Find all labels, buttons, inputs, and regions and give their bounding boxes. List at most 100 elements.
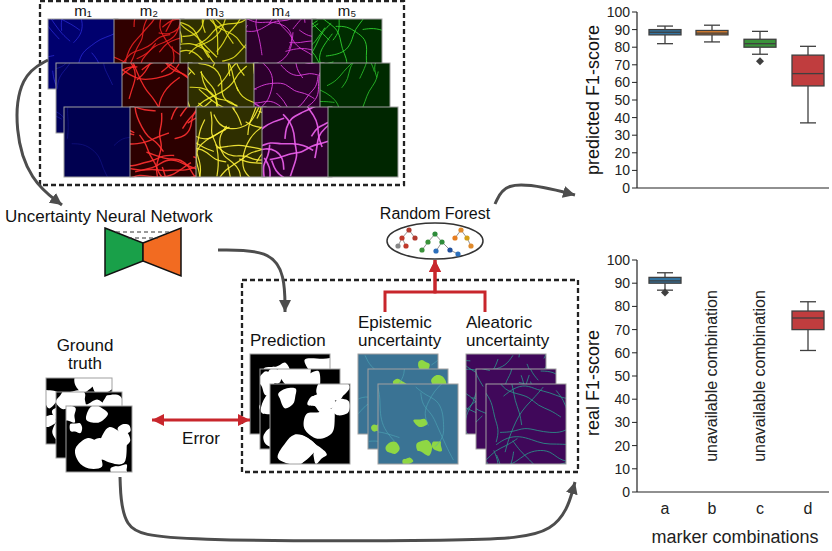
- tile-fibre: [157, 113, 162, 177]
- forest-symbol: [387, 223, 483, 259]
- tile-fibre: [161, 63, 192, 72]
- tile-fibre: [218, 164, 231, 177]
- tile-fibre: [505, 369, 538, 380]
- tile-fibre: [343, 63, 367, 79]
- tile-fibre: [205, 63, 239, 91]
- image-tile: [64, 107, 134, 177]
- image-tile: [312, 19, 382, 89]
- tile-ground: [130, 107, 200, 177]
- tree-node: [464, 235, 469, 240]
- connector-arrow: [218, 250, 285, 312]
- tile-fibre: [486, 384, 498, 442]
- whisker: [711, 35, 712, 42]
- axis-tick-label: 90: [614, 275, 630, 291]
- tree-node: [419, 247, 424, 252]
- marker-stack: m₂: [114, 3, 200, 177]
- tile-fibre: [122, 64, 179, 79]
- marker-stack: m₄: [246, 3, 332, 177]
- tile-fibre: [378, 432, 399, 449]
- tile-border: [378, 384, 458, 464]
- quartile-box: [792, 311, 824, 330]
- image-tile: [486, 384, 566, 464]
- axis-tick-label: 100: [607, 252, 630, 268]
- tile-fibre: [256, 19, 275, 55]
- tile-fibre: [498, 384, 561, 417]
- category-label: b: [708, 500, 717, 518]
- axis-tick-label: 70: [614, 57, 630, 73]
- output-stack: Prediction: [250, 312, 350, 468]
- marker-stack: m₃: [180, 3, 266, 177]
- tile-fibre: [466, 354, 470, 361]
- whisker: [807, 86, 808, 123]
- box-plot: [649, 273, 681, 297]
- label-block: m₂: [114, 3, 184, 19]
- node-label: Epistemic uncertainty: [358, 314, 458, 350]
- axis-tick-label: 10: [614, 461, 630, 477]
- whisker-cap: [752, 31, 768, 32]
- tile-fibre: [130, 107, 156, 111]
- tile-fibre: [61, 19, 70, 31]
- tile-border: [66, 406, 132, 472]
- network-block: Uncertainty Neural Network: [2, 205, 218, 280]
- tile-fibre: [272, 160, 326, 177]
- tile-fibre: [425, 384, 458, 426]
- outlier-diamond: [756, 57, 764, 65]
- tile-fibre: [48, 45, 54, 60]
- box-plot: [744, 31, 776, 65]
- tile-fibre: [276, 19, 316, 64]
- axis-tick: [632, 170, 637, 171]
- tile-fibre: [500, 426, 566, 433]
- image-tile: [320, 63, 390, 133]
- tile-fibre: [220, 126, 241, 177]
- axis-tick-label: 30: [614, 414, 630, 430]
- axis-tick-label: 50: [614, 368, 630, 384]
- tile-blob: [278, 388, 296, 409]
- axis-tick: [632, 135, 637, 136]
- node-label: predicted F1-score: [583, 25, 603, 175]
- tile-ground: [262, 107, 332, 177]
- axis-tick-label: 70: [614, 322, 630, 338]
- tile-blob: [86, 406, 108, 423]
- whisker-cap: [800, 122, 816, 123]
- whisker-cap: [800, 46, 816, 47]
- axis-tick-label: 80: [614, 298, 630, 314]
- label-block: Random Forest: [365, 205, 505, 223]
- median-line: [649, 280, 681, 281]
- node-label: Aleatoric uncertainty: [466, 314, 566, 350]
- tile-fibre: [421, 393, 454, 461]
- edge-label: Error: [182, 429, 220, 448]
- tile-fibre: [146, 152, 200, 177]
- image-tile: [466, 354, 546, 434]
- tile-fibre: [333, 19, 344, 40]
- tile-fibre: [122, 63, 136, 80]
- image-tile: [246, 19, 316, 89]
- tile-border: [64, 107, 134, 177]
- node-label: Uncertainty Neural Network: [5, 207, 213, 226]
- tile-ground: [328, 107, 398, 177]
- image-tile: [328, 107, 398, 177]
- image-tile: [48, 19, 118, 89]
- connector-arrow: [120, 477, 575, 541]
- quartile-box: [792, 55, 824, 86]
- whisker-cap: [704, 41, 720, 42]
- tree-node: [425, 239, 430, 244]
- tile-fibre: [135, 107, 163, 152]
- tile-border: [262, 107, 332, 177]
- whisker: [664, 35, 665, 44]
- chart-axes: [632, 260, 829, 492]
- category-label: d: [804, 500, 813, 518]
- axis-tick: [632, 100, 637, 101]
- axis-tick-label: 30: [614, 127, 630, 143]
- tile-fibre: [216, 144, 266, 160]
- whisker: [664, 273, 665, 278]
- axis-tick-label: 60: [614, 74, 630, 90]
- node-label: Random Forest: [380, 205, 490, 223]
- tile-fibre: [48, 19, 70, 41]
- tile-fibre: [374, 63, 381, 78]
- node-label: real F1-score: [583, 330, 603, 436]
- output-stack: Epistemic uncertainty: [358, 312, 461, 468]
- tile-fibre: [122, 63, 135, 99]
- axis-tick: [632, 117, 637, 118]
